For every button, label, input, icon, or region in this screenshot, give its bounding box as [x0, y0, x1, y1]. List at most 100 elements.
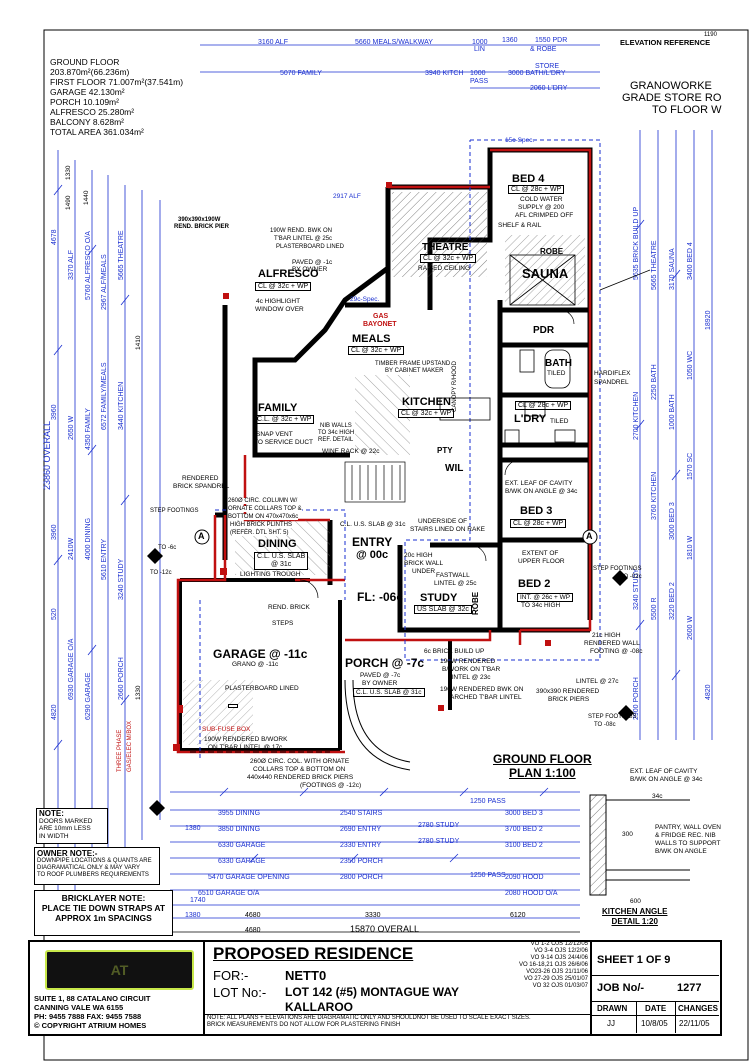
svg-text:5070 FAMILY: 5070 FAMILY — [280, 70, 322, 77]
svg-text:2650 W: 2650 W — [68, 415, 75, 440]
svg-text:3170 SAUNA: 3170 SAUNA — [669, 248, 676, 290]
lot-value: LOT 142 (#5) MONTAGUE WAY — [285, 985, 460, 999]
room-family: FAMILY — [258, 402, 298, 414]
svg-text:5610 ENTRY: 5610 ENTRY — [101, 539, 108, 580]
theatre-ceiling: CL @ 32c + WP — [420, 254, 477, 263]
room-alfresco: ALFRESCO — [258, 268, 319, 280]
room-garage: GARAGE @ -11c — [213, 647, 308, 661]
for-value: NETT0 — [285, 968, 327, 983]
svg-text:2967 ALF/MEALS: 2967 ALF/MEALS — [101, 254, 108, 310]
room-dining: DINING — [258, 538, 297, 550]
alfresco-ceiling: CL @ 32c + WP — [255, 282, 312, 291]
svg-text:5500 R: 5500 R — [651, 597, 658, 620]
svg-text:1330: 1330 — [135, 685, 142, 700]
svg-text:4678: 4678 — [51, 229, 58, 245]
bricklayer-note-box: BRICKLAYER NOTE: PLACE TIE DOWN STRAPS A… — [34, 890, 173, 936]
meals-ceiling: CL @ 32c + WP — [348, 346, 405, 355]
logo-text: AT — [110, 962, 129, 978]
study-ceiling: US SLAB @ 32c — [414, 605, 472, 614]
job-value: 1277 — [677, 982, 702, 994]
svg-text:1190: 1190 — [704, 32, 718, 38]
area-first-floor: FIRST FLOOR 71.007m²(37.541m) — [50, 77, 184, 87]
area-balcony: BALCONY 8.628m² — [50, 117, 125, 127]
drawn-header: DRAWN — [597, 1004, 628, 1013]
area-porch: PORCH 10.109m² — [50, 97, 119, 107]
room-theatre: THEATRE — [422, 242, 469, 253]
svg-text:4000 DINING: 4000 DINING — [85, 518, 92, 560]
svg-text:3370 ALF: 3370 ALF — [68, 250, 75, 280]
elevation-reference: ELEVATION REFERENCE — [620, 38, 711, 47]
overall-width: 15870 OVERALL — [350, 924, 420, 934]
title-note: NOTE: ALL PLANS + ELEVATIONS ARE DIAGRAM… — [207, 1015, 531, 1028]
svg-text:1000: 1000 — [470, 70, 486, 77]
svg-text:5665 THEATRE: 5665 THEATRE — [118, 230, 125, 280]
svg-text:3160 ALF: 3160 ALF — [258, 39, 288, 46]
svg-text:2600 W: 2600 W — [687, 615, 694, 640]
svg-text:4820: 4820 — [51, 704, 58, 720]
date-header: DATE — [645, 1004, 667, 1013]
svg-text:3760 KITCHEN: 3760 KITCHEN — [651, 472, 658, 520]
sheet-number: SHEET 1 OF 9 — [597, 954, 671, 966]
room-bed2: BED 2 — [518, 578, 551, 590]
laundry-ceiling: CL @ 28c + WP — [515, 401, 572, 410]
svg-text:3400 BED 4: 3400 BED 4 — [687, 242, 694, 280]
room-pdr: PDR — [533, 325, 555, 336]
svg-text:3960: 3960 — [51, 404, 58, 420]
area-garage: GARAGE 42.130m² — [50, 87, 125, 97]
area-schedule: GROUND FLOOR 203.870m²(66.236m) FIRST FL… — [50, 57, 200, 137]
bottom-dims-mid: 2540 STAIRS 2690 ENTRY 2330 ENTRY 2350 P… — [340, 810, 383, 881]
svg-text:STORE: STORE — [535, 63, 559, 70]
company-address: SUITE 1, 88 CATALANO CIRCUIT CANNING VAL… — [34, 994, 151, 1030]
svg-text:6572 FAMILY/MEALS: 6572 FAMILY/MEALS — [101, 362, 108, 430]
bed4-ceiling: CL @ 28c + WP — [508, 185, 565, 194]
for-label: FOR:- — [213, 968, 249, 983]
svg-text:2060 L'DRY: 2060 L'DRY — [530, 85, 568, 92]
svg-text:6290 GARAGE: 6290 GARAGE — [85, 672, 92, 720]
svg-text:18920: 18920 — [705, 310, 712, 330]
doors-note-box: NOTE: DOORS MARKED ARE 10mm LESS IN WIDT… — [36, 808, 108, 844]
job-label: JOB No/- — [597, 982, 645, 994]
rendered-internally-box — [228, 704, 238, 708]
section-marker-right: A — [586, 531, 593, 541]
bed2-ceiling: INT. @ 26c + WP — [517, 593, 574, 602]
date-value: 10/8/05 — [641, 1019, 668, 1028]
svg-text:1000 BATH: 1000 BATH — [669, 394, 676, 430]
svg-text:1050 WC: 1050 WC — [687, 351, 694, 380]
svg-text:3000 BED 3: 3000 BED 3 — [669, 502, 676, 540]
room-robe: ROBE — [471, 591, 480, 615]
svg-text:1000: 1000 — [472, 39, 488, 46]
svg-text:6930 GARAGE O/A: 6930 GARAGE O/A — [68, 638, 75, 700]
bed3-ceiling: CL @ 28c + WP — [510, 519, 567, 528]
proposed-residence: PROPOSED RESIDENCE — [213, 944, 414, 963]
bottom-dims-right: 3000 BED 3 3700 BED 2 3100 BED 2 2090 HO… — [505, 810, 558, 897]
svg-text:3240 STUDY: 3240 STUDY — [118, 558, 125, 600]
svg-text:2250 BATH: 2250 BATH — [651, 364, 658, 400]
kitchen-ceiling: CL @ 32c + WP — [398, 409, 455, 418]
bottom-dims-left: 3955 DINING 3850 DINING 6330 GARAGE 6330… — [198, 810, 290, 897]
svg-text:1810 W: 1810 W — [687, 535, 694, 560]
room-porch: PORCH @ -7c — [345, 656, 425, 670]
svg-text:1330: 1330 — [65, 165, 72, 180]
room-study: STUDY — [420, 592, 458, 604]
porch-ceiling: C.L. U.S. SLAB @ 31c — [353, 688, 425, 697]
changes-header: CHANGES — [678, 1004, 719, 1013]
kitchen-angle-title: KITCHEN ANGLE DETAIL 1:20 — [602, 907, 668, 926]
svg-text:2410W: 2410W — [68, 537, 75, 560]
svg-text:4350 FAMILY: 4350 FAMILY — [85, 408, 92, 450]
svg-text:5635 BRICK BUILD UP: 5635 BRICK BUILD UP — [633, 207, 640, 280]
svg-text:2700 KITCHEN: 2700 KITCHEN — [633, 392, 640, 440]
area-total: TOTAL AREA 361.034m² — [50, 127, 144, 137]
room-meals: MEALS — [352, 333, 391, 345]
company-logo: AT — [45, 950, 194, 990]
svg-text:LIN: LIN — [474, 46, 485, 53]
svg-text:1440: 1440 — [83, 190, 90, 205]
drawn-value: JJ — [607, 1019, 615, 1028]
svg-text:3960: 3960 — [51, 524, 58, 540]
area-alfresco: ALFRESCO 25.280m² — [50, 107, 135, 117]
svg-text:3940 KITCH: 3940 KITCH — [425, 70, 464, 77]
svg-text:PASS: PASS — [470, 78, 488, 85]
room-entry: ENTRY — [352, 535, 393, 549]
svg-text:2660 PORCH: 2660 PORCH — [118, 657, 125, 700]
svg-text:& ROBE: & ROBE — [530, 46, 557, 53]
